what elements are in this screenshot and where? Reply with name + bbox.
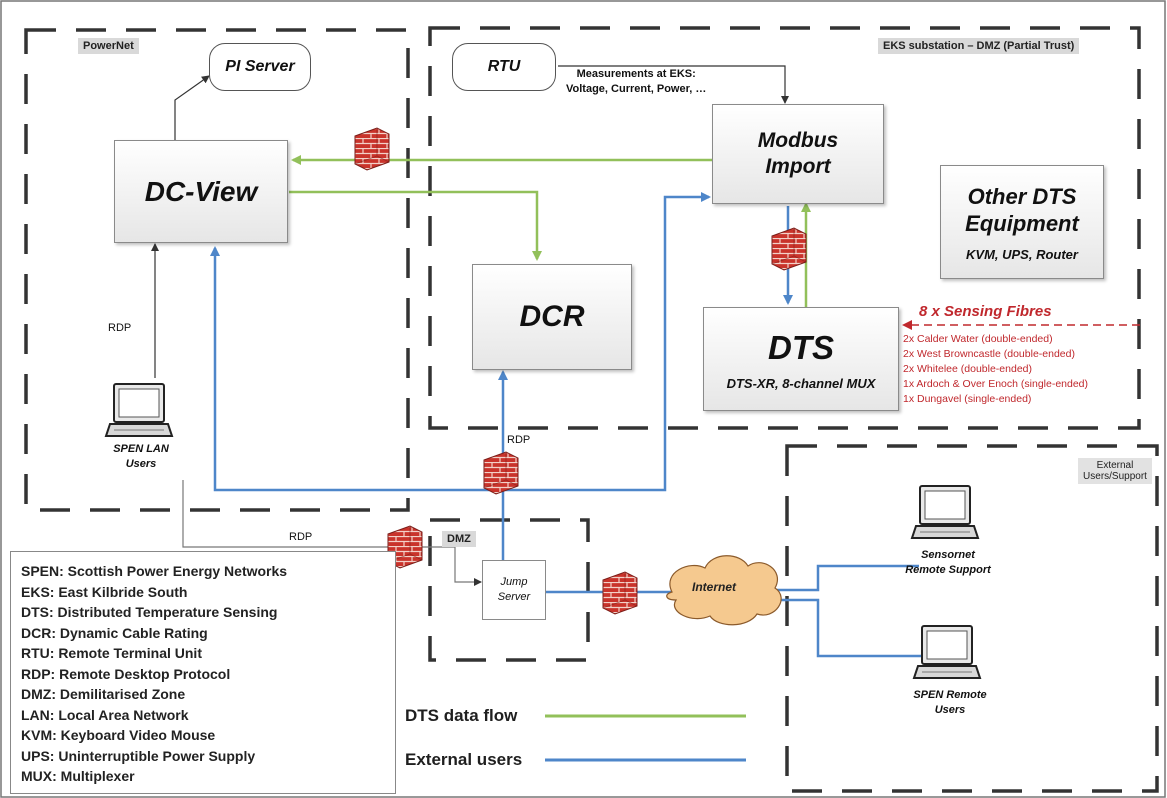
spen-remote-line-1: SPEN Remote [913, 689, 987, 701]
jump-server-node: Jump Server [482, 560, 546, 620]
eks-zone-border [428, 26, 1141, 430]
modbus-label-line-2: Import [765, 155, 831, 178]
firewall-icon-internet [602, 571, 638, 615]
other-dts-subtitle: KVM, UPS, Router [966, 246, 1078, 262]
dcr-node: DCR [472, 264, 632, 370]
fibre-item: 1x Dungavel (single-ended) [903, 393, 1032, 405]
zone-label-eks: EKS substation – DMZ (Partial Trust) [878, 38, 1080, 54]
spen-remote-line-2: Users [934, 704, 966, 716]
rtu-measurements-note: Measurements at EKS: Voltage, Current, P… [566, 67, 706, 97]
rdp-label-dcr: RDP [507, 434, 531, 446]
jump-to-modbus-flow [503, 192, 711, 492]
internet-to-sensornet-link [772, 564, 919, 592]
fibre-item: 2x Calder Water (double-ended) [903, 333, 1053, 345]
rtu-label: RTU [487, 58, 521, 75]
abbrev-item: EKS: East Kilbride South [21, 583, 188, 600]
sensing-fibres-list: 2x Calder Water (double-ended) 2x West B… [903, 332, 1088, 407]
lan-to-jump-arrow [182, 480, 482, 586]
dcview-to-pi-arrow [174, 75, 210, 140]
abbreviations-legend: SPEN: Scottish Power Energy Networks EKS… [10, 551, 396, 794]
modbus-import-node: Modbus Import [712, 104, 884, 204]
rtu-measurements-line-2: Voltage, Current, Power, … [566, 83, 707, 95]
powernet-zone-border [24, 28, 410, 512]
dcr-label: DCR [519, 300, 585, 333]
zone-label-dmz: DMZ [442, 531, 476, 547]
rtu-to-modbus-arrow [558, 65, 789, 104]
laptop-icon-spen-remote [913, 625, 981, 679]
abbrev-item: DCR: Dynamic Cable Rating [21, 624, 208, 641]
spen-remote-users-label: SPEN Remote Users [900, 688, 1000, 718]
dts-subtitle: DTS-XR, 8-channel MUX [726, 375, 876, 391]
sensornet-line-2: Remote Support [905, 564, 991, 576]
dcview-to-dcr-flow [289, 190, 542, 261]
dc-view-label: DC-View [144, 175, 258, 207]
spen-lan-line-2: Users [125, 458, 157, 470]
rtu-node: RTU [452, 43, 556, 91]
abbrev-item: DMZ: Demilitarised Zone [21, 686, 186, 702]
dts-label: DTS [768, 328, 834, 366]
abbrev-item: SPEN: Scottish Power Energy Networks [21, 563, 288, 579]
modbus-label-line-1: Modbus [757, 129, 839, 152]
abbrev-item: KVM: Keyboard Video Mouse [21, 727, 216, 743]
abbrev-item: MUX: Multiplexer [21, 768, 135, 784]
rdp-label-jump: RDP [289, 531, 313, 543]
dmz-zone-border [428, 518, 590, 662]
abbrev-item: DTS: Distributed Temperature Sensing [21, 604, 278, 620]
spen-lan-users-label: SPEN LAN Users [110, 442, 172, 472]
sensornet-support-label: Sensornet Remote Support [898, 548, 998, 578]
dc-view-node: DC-View [114, 140, 288, 243]
firewall-icon-main [483, 451, 519, 495]
rtu-measurements-line-1: Measurements at EKS: [576, 68, 696, 80]
other-dts-label-line-1: Other DTS [967, 183, 1077, 209]
pi-server-node: PI Server [209, 43, 311, 91]
legend-dts-data-flow: DTS data flow [405, 706, 518, 725]
jump-label-line-1: Jump [500, 576, 528, 588]
zone-label-powernet: PowerNet [78, 38, 139, 54]
abbrev-item: RTU: Remote Terminal Unit [21, 645, 202, 661]
abbrev-item: RDP: Remote Desktop Protocol [21, 665, 231, 682]
other-dts-node: Other DTS Equipment KVM, UPS, Router [940, 165, 1104, 279]
laptop-icon-spen-lan [105, 383, 173, 437]
internet-cloud [666, 555, 782, 626]
abbrev-item: UPS: Uninterruptible Power Supply [21, 747, 256, 764]
spen-lan-line-1: SPEN LAN [113, 443, 169, 455]
fibre-item: 1x Ardoch & Over Enoch (single-ended) [903, 378, 1089, 390]
dts-node: DTS DTS-XR, 8-channel MUX [703, 307, 899, 411]
legend-external-users: External users [405, 750, 523, 769]
fibre-item: 2x Whitelee (double-ended) [903, 363, 1032, 375]
jump-label-line-2: Server [497, 591, 531, 603]
internet-label: Internet [692, 580, 737, 594]
firewall-icon-dts [771, 227, 807, 271]
internet-to-spen-remote-link [772, 598, 922, 658]
laptop-icon-sensornet [911, 485, 979, 539]
zone-label-external: External Users/Support [1078, 458, 1152, 484]
fibre-item: 2x West Browncastle (double-ended) [903, 348, 1075, 360]
jump-to-dcview-flow [210, 246, 503, 492]
pi-server-label: PI Server [225, 58, 295, 75]
other-dts-label-line-2: Equipment [965, 210, 1079, 236]
external-zone-border [785, 444, 1159, 793]
sensing-fibres-title: 8 x Sensing Fibres [919, 303, 1052, 320]
sensornet-line-1: Sensornet [921, 549, 975, 561]
rdp-label-lan: RDP [108, 322, 132, 334]
firewall-icon-dcview [354, 127, 390, 171]
abbrev-item: LAN: Local Area Network [21, 706, 189, 723]
